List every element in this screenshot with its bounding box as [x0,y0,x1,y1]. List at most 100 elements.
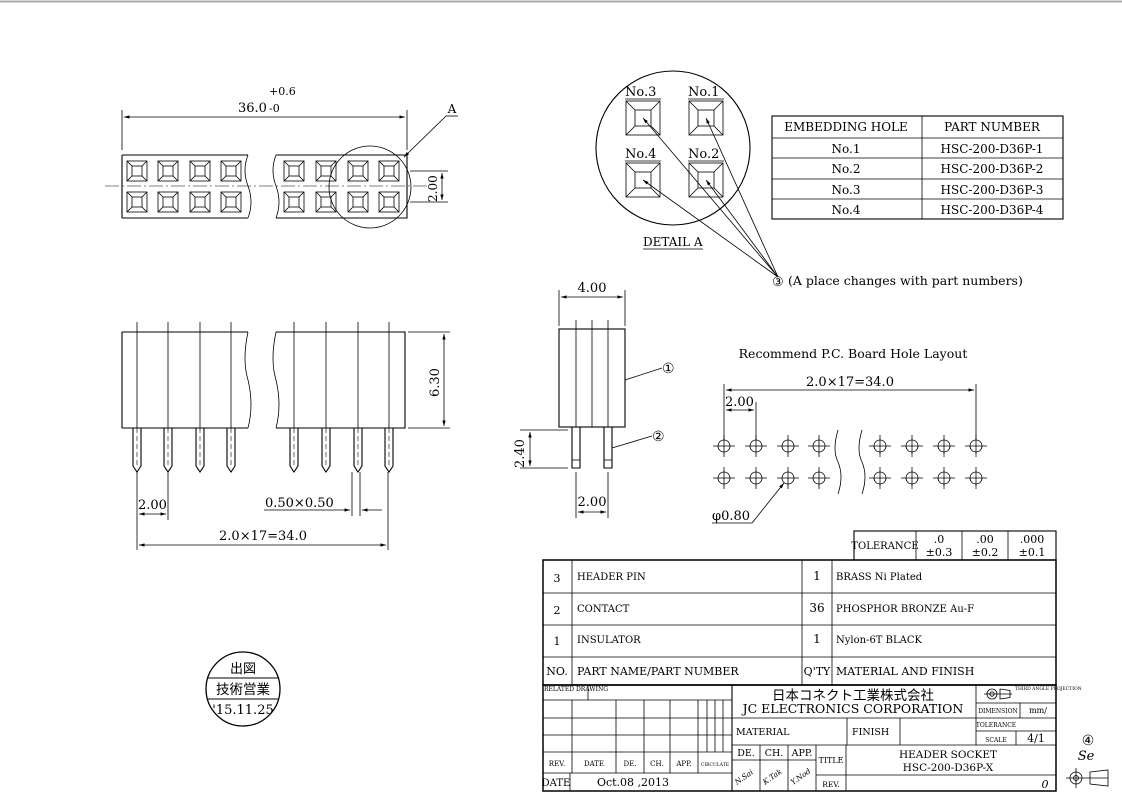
front-left-body [121,331,248,429]
front-contact [163,322,173,473]
tb-signature: Y.Nod [789,766,813,786]
front-contact [353,322,363,473]
detail-hole-label: No.2 [688,147,719,162]
socket-cell [126,160,148,182]
detail-a-big-circle [595,70,751,226]
front-contact [289,322,299,473]
top-width-dim-text: 36.0 [238,101,267,116]
top-view-right-body [276,154,408,219]
bom-name: INSULATOR [577,635,641,646]
socket-cell [189,191,211,213]
front-contact [195,322,205,473]
bom-no: 3 [554,572,561,585]
front-right-body [276,331,406,429]
tb-scale-value: 4/1 [1027,732,1045,745]
bom-material: PHOSPHOR BRONZE Au-F [836,604,974,615]
socket-cell [347,160,369,182]
pcb-holes [713,435,987,489]
stamp-circle [205,651,281,727]
tb-title-line-2: HSC-200-D36P-X [903,762,994,774]
callout-2: ② [652,429,665,445]
corner-mark-num: ④ [1082,733,1095,749]
callout-1: ① [662,361,675,377]
front-total-dim-text: 2.0×17=34.0 [219,529,307,544]
pcb-total-dim-text: 2.0×17=34.0 [806,375,894,390]
bom-qty: 1 [813,632,821,646]
pcb-break-right [858,429,866,495]
tb-date-label: DATE [542,778,571,789]
top-view: A 36.0 +0.6 -0 2.00 [105,85,458,229]
third-angle-projection-icon [984,688,1012,700]
tb-tolerance-label: TOLERANCE [976,722,1016,729]
top-view-cells [126,160,400,213]
socket-cell [283,160,305,182]
socket-cell [378,191,400,213]
side-pitch-dim-text: 2.00 [578,495,607,510]
bom-qty: 36 [809,601,824,615]
tb-material-label: MATERIAL [736,727,790,738]
socket-cell [315,160,337,182]
bom-name: HEADER PIN [577,572,646,583]
embed-header-hole: EMBEDDING HOLE [784,120,908,134]
pcb-hole [745,467,767,489]
tolerance-col: .000 [1020,533,1045,546]
embed-cell-hole: No.3 [832,183,861,197]
bom-name: CONTACT [577,604,630,615]
pcb-hole [713,467,735,489]
bom-header-qty: Q'TY [804,665,831,678]
tolerance-val: ±0.1 [1019,546,1046,559]
bom-header-material: MATERIAL AND FINISH [836,665,974,678]
pcb-hole-leader [751,482,785,524]
socket-cell [157,191,179,213]
bom-material: Nylon-6T BLACK [836,635,923,646]
tolerance-val: ±0.2 [972,546,999,559]
note-text: (A place changes with part numbers) [788,273,1023,288]
bom-no: 1 [554,635,561,648]
tb-related-drawing: RELATED DRAWING [544,686,608,693]
socket-cell [157,160,179,182]
pcb-layout: Recommend P.C. Board Hole Layout 2.0×17=… [712,346,987,524]
bom-header-name: PART NAME/PART NUMBER [577,665,739,678]
bom-table: 3 HEADER PIN 1 BRASS Ni Plated 2 CONTACT… [542,559,1057,686]
embed-cell-part: HSC-200-D36P-3 [941,183,1044,197]
detail-hole-label: No.1 [688,85,719,100]
socket-cell [126,191,148,213]
socket-cell [315,191,337,213]
tb-company-jp: 日本コネクト工業株式会社 [772,688,934,704]
embed-cell-hole: No.1 [832,142,861,156]
front-contact [321,322,331,473]
tb-scale-label: SCALE [985,737,1006,744]
note-number: ③ [772,275,784,290]
detail-a-circle [328,145,412,229]
top-width-tol-minus: -0 [269,102,280,115]
callout-1-leader [624,367,663,381]
callout-2-leader [611,435,653,449]
corner-mark-text: Se [1078,749,1095,764]
pcb-hole [713,435,735,457]
tb-finish-label: FINISH [852,727,889,738]
tb-rev-header: CIRCULATE [701,762,729,768]
tb-rev-header: DE. [624,760,637,768]
top-pitch-dim-text: 2.00 [426,175,440,202]
pcb-hole [933,435,955,457]
tb-rev-label: REV. [822,780,840,789]
pcb-hole [933,467,955,489]
top-view-left-body [121,154,248,219]
tb-rev-value: 0 [1042,778,1049,791]
front-pinsize-dim-text: 0.50×0.50 [265,496,334,511]
embed-cell-hole: No.2 [832,162,861,176]
embed-cell-part: HSC-200-D36P-2 [941,162,1044,176]
tb-signature: N.Sai [732,767,755,787]
tb-company-en: JC ELECTRONICS CORPORATION [741,701,964,716]
tb-rev-header: APP. [675,760,691,768]
detail-hole-cell [625,100,661,136]
socket-cell [378,160,400,182]
embed-cell-hole: No.4 [832,203,861,217]
embed-header-part: PART NUMBER [944,120,1041,134]
socket-cell [283,191,305,213]
tb-title-line-1: HEADER SOCKET [899,749,997,761]
detail-a-label: DETAIL A [643,235,703,249]
